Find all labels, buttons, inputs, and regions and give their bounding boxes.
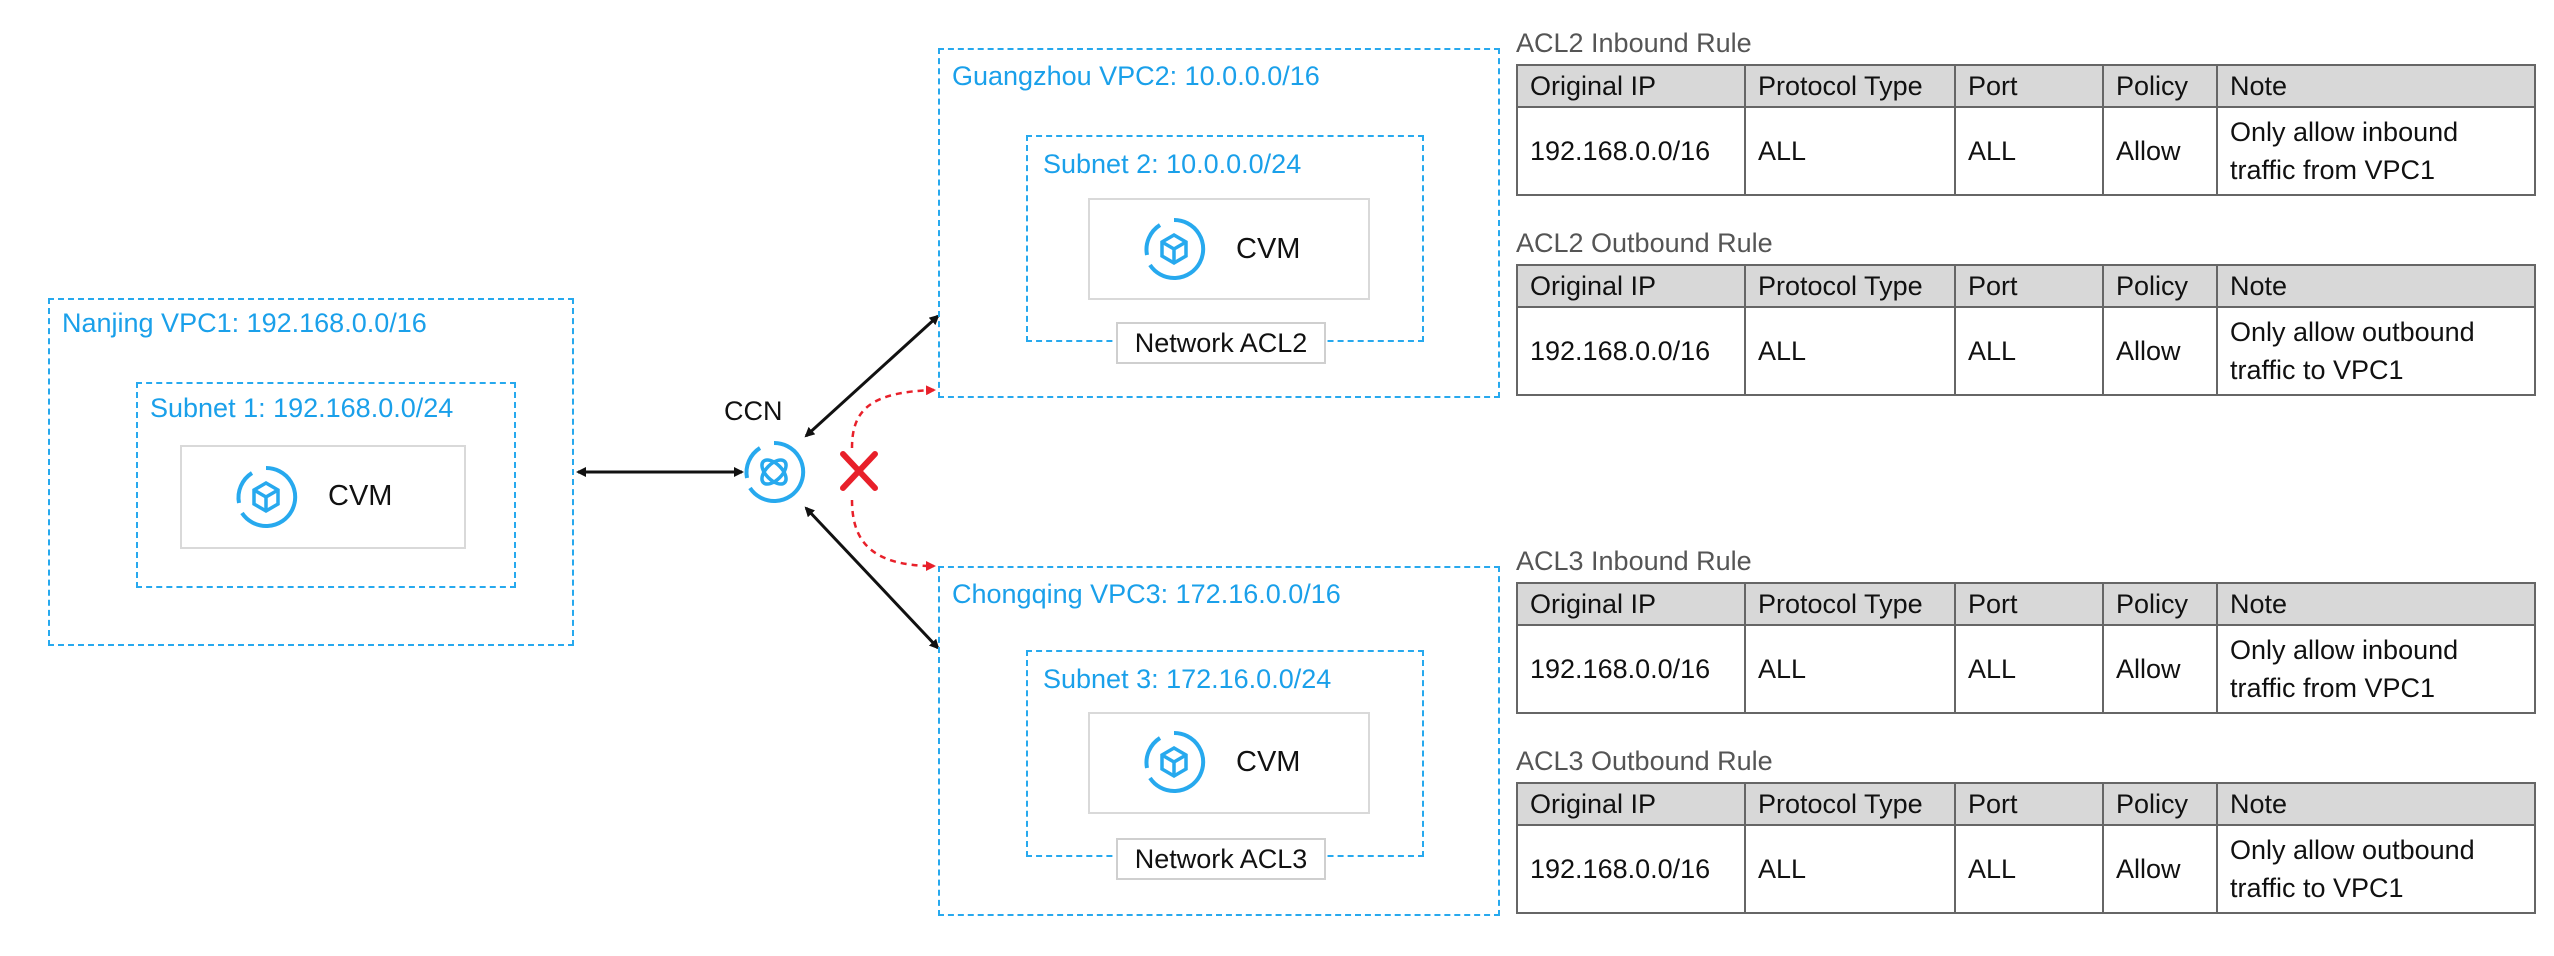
subnet1-label: Subnet 1: 192.168.0.0/24: [150, 393, 454, 423]
subnet3-label: Subnet 3: 172.16.0.0/24: [1043, 664, 1332, 694]
acl3-inbound-title: ACL3 Inbound Rule: [1516, 546, 1752, 576]
header-note: Note: [2216, 64, 2536, 108]
header-original-ip: Original IP: [1516, 582, 1746, 626]
cell-policy: Allow: [2102, 106, 2218, 196]
cell-protocol-type: ALL: [1744, 624, 1956, 714]
vpc3-box: [938, 566, 1500, 916]
cvm-icon: [1144, 217, 1206, 280]
cvm3-card: [1088, 712, 1370, 814]
acl2-inbound-table: Original IP Protocol Type Port Policy No…: [1516, 64, 2536, 196]
note-line-2: traffic to VPC1: [2230, 355, 2404, 385]
vpc2-label: Guangzhou VPC2: 10.0.0.0/16: [952, 61, 1320, 91]
acl3-inbound-table: Original IP Protocol Type Port Policy No…: [1516, 582, 2536, 714]
table-row: 192.168.0.0/16 ALL ALL Allow Only allow …: [1516, 824, 2536, 914]
vpc1-label: Nanjing VPC1: 192.168.0.0/16: [62, 308, 427, 338]
cell-policy: Allow: [2102, 624, 2218, 714]
note-line-2: traffic from VPC1: [2230, 673, 2436, 703]
cell-original-ip: 192.168.0.0/16: [1516, 824, 1746, 914]
cell-note: Only allow inbound traffic from VPC1: [2216, 106, 2536, 196]
table-header-row: Original IP Protocol Type Port Policy No…: [1516, 782, 2536, 826]
cell-note: Only allow inbound traffic from VPC1: [2216, 624, 2536, 714]
cvm2-label: CVM: [1236, 233, 1301, 265]
cvm2-card: [1088, 198, 1370, 300]
header-original-ip: Original IP: [1516, 64, 1746, 108]
header-protocol-type: Protocol Type: [1744, 782, 1956, 826]
ccn-label: CCN: [724, 396, 783, 426]
header-policy: Policy: [2102, 782, 2218, 826]
cvm1-label: CVM: [328, 480, 393, 512]
cell-port: ALL: [1954, 624, 2104, 714]
note-line-2: traffic to VPC1: [2230, 873, 2404, 903]
header-port: Port: [1954, 582, 2104, 626]
header-original-ip: Original IP: [1516, 782, 1746, 826]
blocked-x-icon: [840, 451, 878, 491]
header-note: Note: [2216, 264, 2536, 308]
acl3-outbound-title: ACL3 Outbound Rule: [1516, 746, 1773, 776]
cell-original-ip: 192.168.0.0/16: [1516, 106, 1746, 196]
table-row: 192.168.0.0/16 ALL ALL Allow Only allow …: [1516, 106, 2536, 196]
cell-note: Only allow outbound traffic to VPC1: [2216, 306, 2536, 396]
cell-port: ALL: [1954, 306, 2104, 396]
header-port: Port: [1954, 782, 2104, 826]
header-original-ip: Original IP: [1516, 264, 1746, 308]
cell-policy: Allow: [2102, 306, 2218, 396]
link-ccn-vpc2: [804, 314, 940, 438]
header-note: Note: [2216, 782, 2536, 826]
header-protocol-type: Protocol Type: [1744, 64, 1956, 108]
network-acl3-badge: Network ACL3: [1116, 838, 1326, 880]
header-port: Port: [1954, 264, 2104, 308]
header-port: Port: [1954, 64, 2104, 108]
acl3-outbound-table: Original IP Protocol Type Port Policy No…: [1516, 782, 2536, 914]
note-line-1: Only allow outbound: [2230, 317, 2475, 347]
cvm-icon: [236, 465, 298, 528]
note-line-1: Only allow inbound: [2230, 117, 2459, 147]
acl2-outbound-table: Original IP Protocol Type Port Policy No…: [1516, 264, 2536, 396]
table-header-row: Original IP Protocol Type Port Policy No…: [1516, 64, 2536, 108]
table-header-row: Original IP Protocol Type Port Policy No…: [1516, 582, 2536, 626]
header-protocol-type: Protocol Type: [1744, 582, 1956, 626]
table-header-row: Original IP Protocol Type Port Policy No…: [1516, 264, 2536, 308]
note-line-2: traffic from VPC1: [2230, 155, 2436, 185]
vpc1-box: [48, 298, 574, 646]
note-line-1: Only allow inbound: [2230, 635, 2459, 665]
acl2-inbound-title: ACL2 Inbound Rule: [1516, 28, 1752, 58]
vpc2-box: [938, 48, 1500, 398]
vpc3-label: Chongqing VPC3: 172.16.0.0/16: [952, 579, 1341, 609]
acl2-outbound-title: ACL2 Outbound Rule: [1516, 228, 1773, 258]
cell-original-ip: 192.168.0.0/16: [1516, 306, 1746, 396]
ccn-icon: [744, 440, 806, 503]
cell-original-ip: 192.168.0.0/16: [1516, 624, 1746, 714]
cell-port: ALL: [1954, 824, 2104, 914]
cell-protocol-type: ALL: [1744, 106, 1956, 196]
link-ccn-vpc3: [804, 506, 940, 650]
header-policy: Policy: [2102, 264, 2218, 308]
cvm1-card: [180, 445, 466, 549]
blocked-path-vpc3: [850, 499, 936, 571]
cvm3-label: CVM: [1236, 746, 1301, 778]
cell-note: Only allow outbound traffic to VPC1: [2216, 824, 2536, 914]
table-row: 192.168.0.0/16 ALL ALL Allow Only allow …: [1516, 624, 2536, 714]
subnet1-box: [136, 382, 516, 588]
cell-port: ALL: [1954, 106, 2104, 196]
network-acl2-badge: Network ACL2: [1116, 322, 1326, 364]
cvm-icon: [1144, 730, 1206, 793]
table-row: 192.168.0.0/16 ALL ALL Allow Only allow …: [1516, 306, 2536, 396]
blocked-path-vpc2: [850, 385, 936, 449]
subnet2-label: Subnet 2: 10.0.0.0/24: [1043, 149, 1302, 179]
header-policy: Policy: [2102, 64, 2218, 108]
header-policy: Policy: [2102, 582, 2218, 626]
header-protocol-type: Protocol Type: [1744, 264, 1956, 308]
cell-protocol-type: ALL: [1744, 824, 1956, 914]
note-line-1: Only allow outbound: [2230, 835, 2475, 865]
cell-policy: Allow: [2102, 824, 2218, 914]
cell-protocol-type: ALL: [1744, 306, 1956, 396]
header-note: Note: [2216, 582, 2536, 626]
